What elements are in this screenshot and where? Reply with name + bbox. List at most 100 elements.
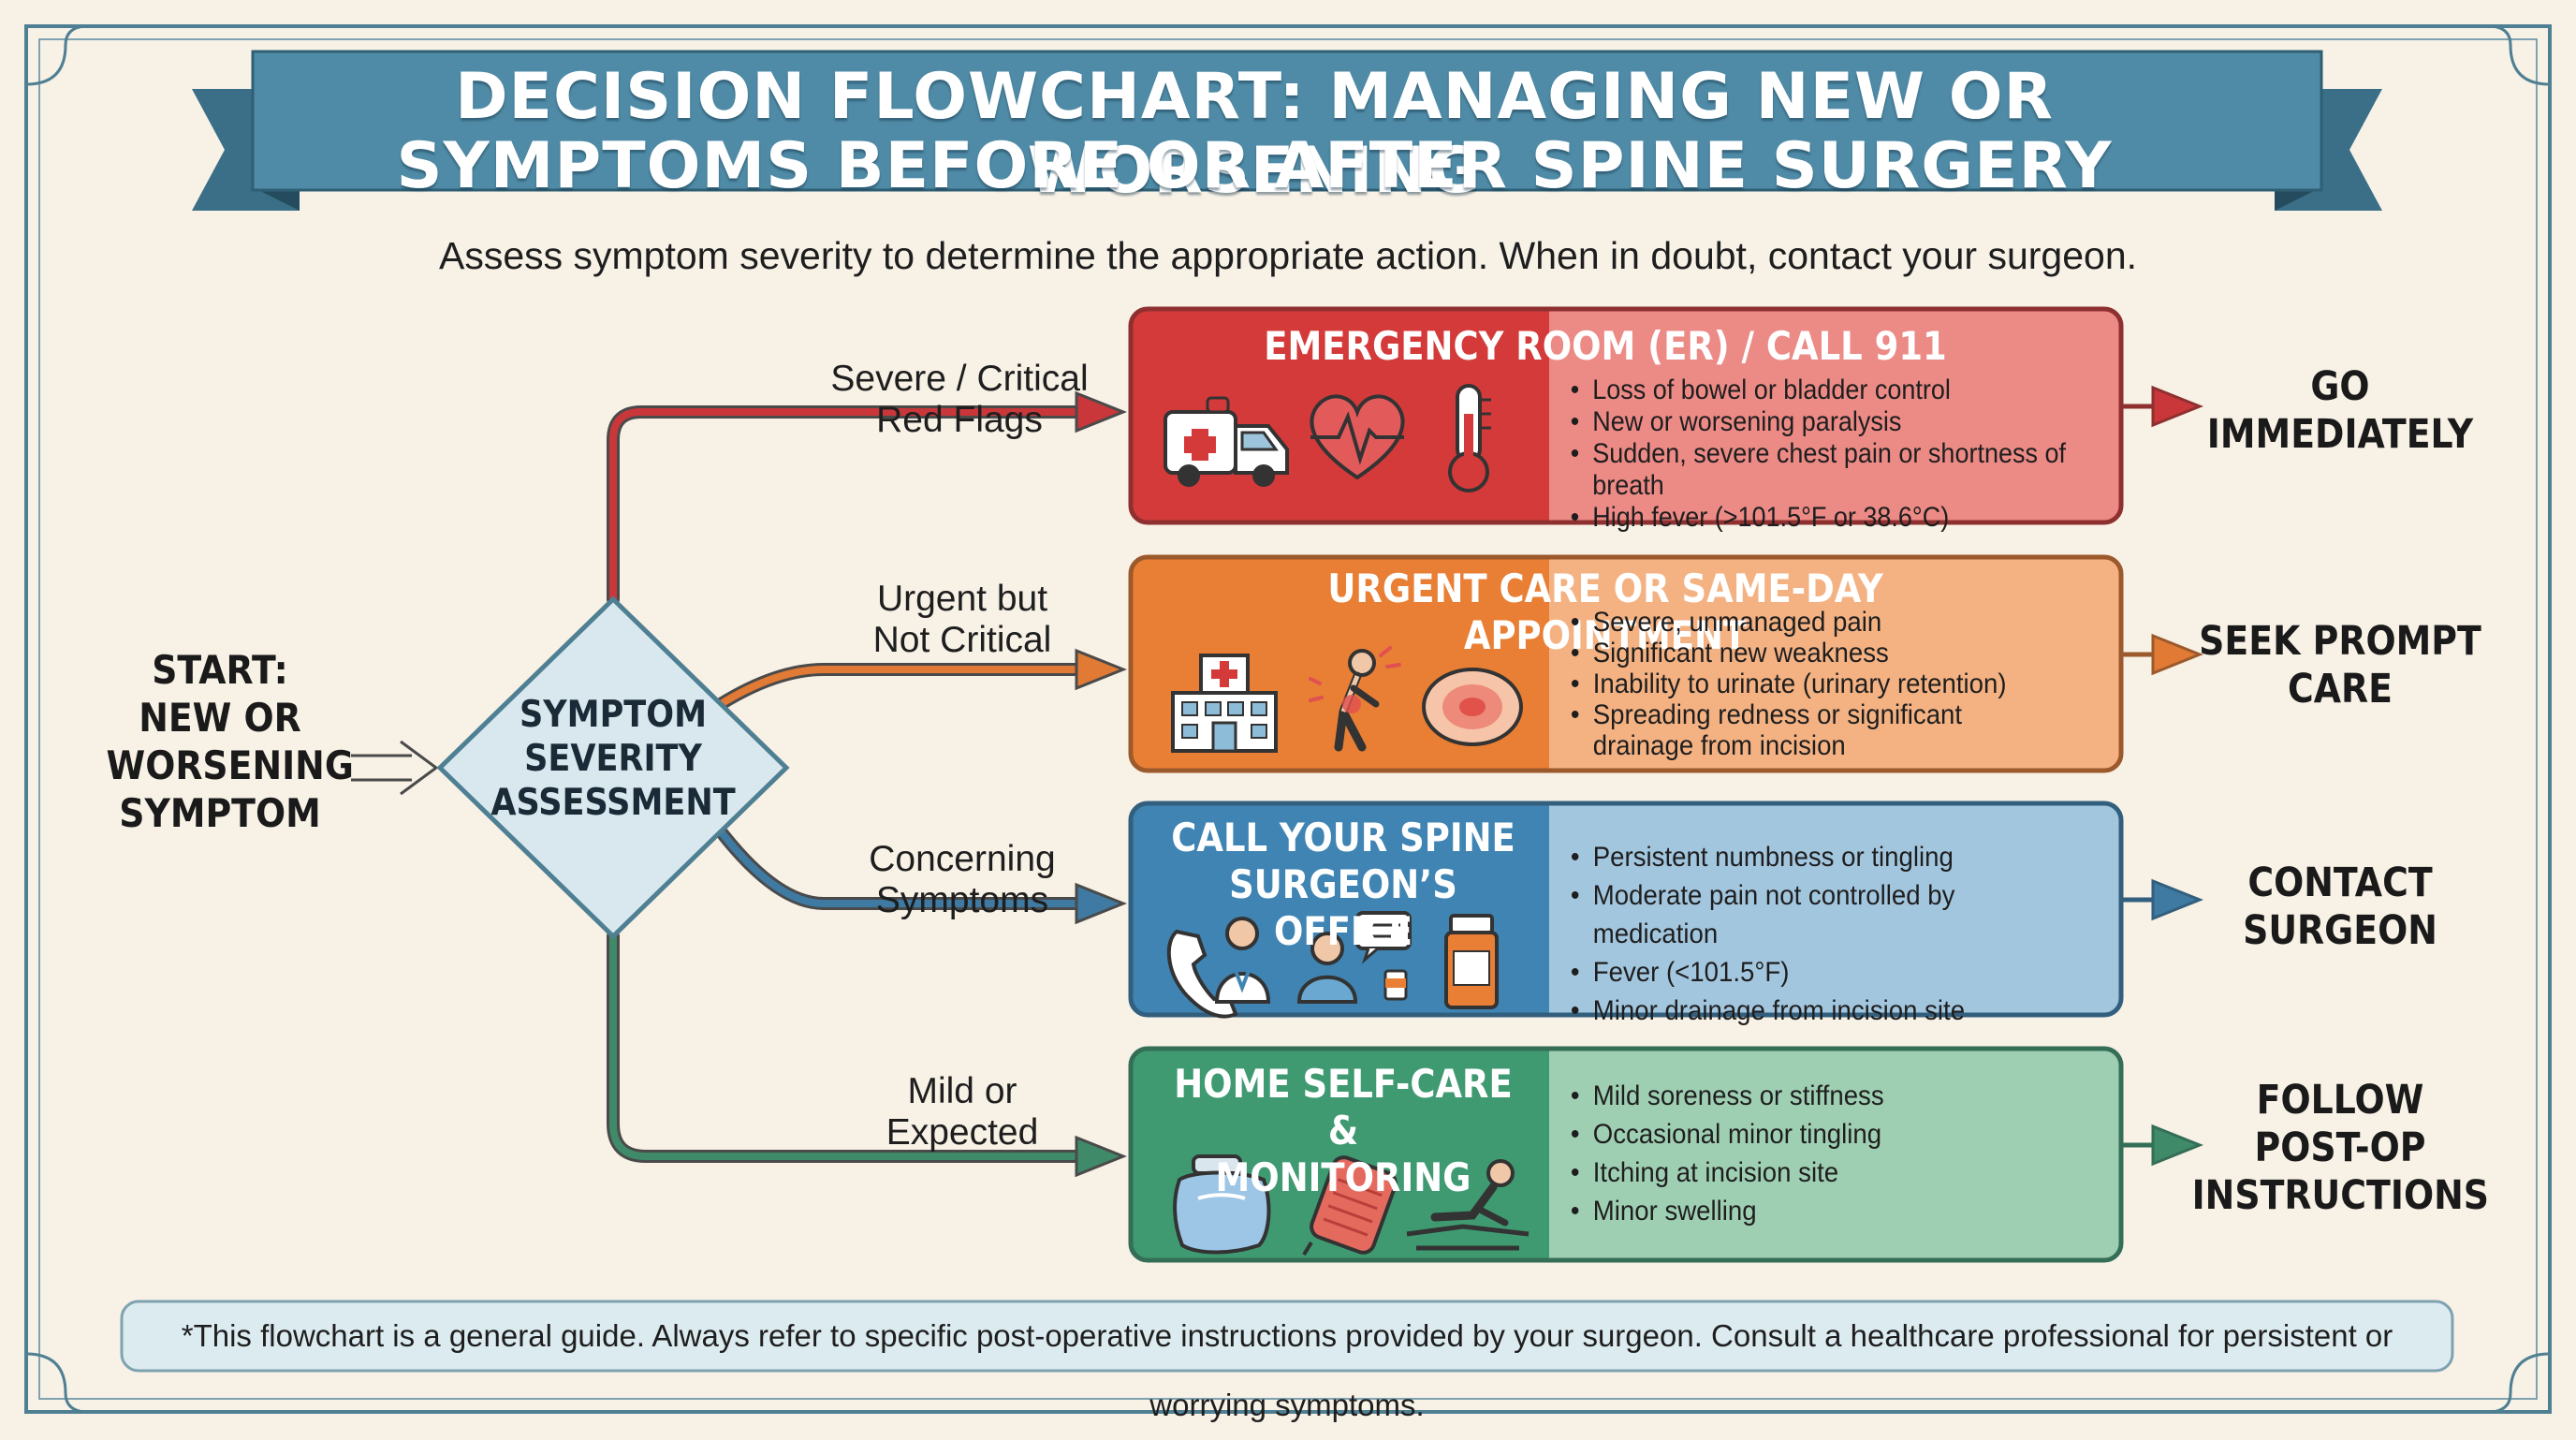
connector-arrow-head-urgent [1075,648,1128,691]
bullets-selfcare: Mild soreness or stiffness Occasional mi… [1569,1077,2086,1230]
bullet-item: Loss of bowel or bladder control [1569,375,2083,406]
box-title-line: EMERGENCY ROOM (ER) / CALL 911 [1264,323,1947,369]
thermometer-icon [1448,384,1491,492]
box-border-urgent [1128,554,2124,773]
inflamed-skin-icon [1422,668,1523,746]
phone-doctor-icon [1166,917,1271,1019]
heat-pad-icon [1302,1155,1398,1256]
box-title-surgeon: CALL YOUR SPINE SURGEON’S OFFICE [1158,815,1529,955]
connector-arrow-head-mild [1075,1135,1128,1178]
patient-chat-icon [1296,911,1412,1004]
branch-label-emergency: Severe / Critical Red Flags [819,359,1100,441]
medication-icon [1444,914,1499,1009]
title-line-1: DECISION FLOWCHART: MANAGING NEW OR WORS… [455,60,2054,208]
bullet-item: High fever (>101.5°F or 38.6°C) [1569,502,2083,534]
branch-label-line: Concerning [869,839,1056,879]
box-title-selfcare: HOME SELF-CARE & MONITORING [1158,1061,1529,1201]
bullets-emergency: Loss of bowel or bladder control New or … [1569,375,2083,534]
outcome-line: POST-OP [2254,1124,2426,1171]
start-node: START: NEW OR WORSENING SYMPTOM [106,646,354,837]
connector-emergency [609,408,1080,603]
branch-label-line: Severe / Critical [830,359,1089,399]
bullet-item: Persistent numbness or tingling [1569,838,2086,876]
outcome-line: GO [2310,363,2370,410]
branch-label-line: Urgent but [876,579,1048,619]
connector-arrow-head-concerning [1075,882,1128,925]
bullets-surgeon: Persistent numbness or tingling Moderate… [1569,838,2086,1030]
bullet-item: Moderate pain not controlled by medicati… [1569,876,2086,953]
bullet-item: Mild soreness or stiffness [1569,1077,2086,1115]
bullet-item: Sudden, severe chest pain or shortness o… [1569,438,2083,502]
box-title-line: SURGEON’S OFFICE [1229,861,1457,954]
bullet-item: Itching at incision site [1569,1153,2086,1192]
outcome-emergency: GO IMMEDIATELY [2192,363,2489,459]
start-arrow [351,740,439,796]
connector-mild [609,933,1080,1160]
bullet-item: Spreading redness or significant drainag… [1569,699,2059,761]
box-title-line: HOME SELF-CARE & [1174,1061,1513,1153]
box-title-emergency: EMERGENCY ROOM (ER) / CALL 911 [1193,323,2017,370]
outcome-selfcare: FOLLOW POST-OP INSTRUCTIONS [2192,1077,2489,1220]
ambulance-icon [1164,396,1289,487]
bullet-item: Severe, unmanaged pain [1569,607,2059,638]
box-title-line: CALL YOUR SPINE [1171,815,1515,860]
outcome-arrow-head-urgent [2151,633,2204,676]
frame-corner-ornaments [25,24,2551,1414]
hospital-icon [1171,654,1278,753]
outcome-arrow-head-selfcare [2151,1124,2204,1167]
bullets-urgent: Severe, unmanaged pain Significant new w… [1569,607,2059,761]
outcome-line: FOLLOW [2256,1077,2424,1124]
bullet-item: New or worsening paralysis [1569,406,2083,438]
bullet-item: Significant new weakness [1569,638,2059,669]
box-title-line: MONITORING [1215,1154,1471,1200]
inner-frame [38,38,2538,1400]
branch-label-line: Not Critical [872,620,1052,660]
branch-label-urgent: Urgent but Not Critical [822,579,1103,661]
start-line: SYMPTOM [119,790,321,836]
footnote-box [120,1300,2454,1373]
outcome-urgent: SEEK PROMPT CARE [2192,618,2489,713]
bullet-item: Minor drainage from incision site [1569,992,2086,1030]
assessment-line: SYMPTOM [519,694,708,736]
connector-concerning [717,828,1080,907]
ice-pack-icon [1173,1154,1271,1255]
subtitle: Assess symptom severity to determine the… [438,234,2138,277]
start-line: WORSENING [106,742,354,788]
outcome-arrow-head-emergency [2151,385,2204,428]
branch-label-mild: Mild or Expected [822,1071,1103,1153]
start-line: START: [152,647,288,693]
branch-label-concerning: Concerning Symptoms [822,839,1103,921]
bullet-item: Fever (<101.5°F) [1569,953,2086,992]
connector-lines [607,385,2204,1178]
start-line: NEW OR [139,695,301,741]
outcome-line: IMMEDIATELY [2206,411,2474,458]
heartbeat-icon [1310,394,1405,480]
box-border-selfcare [1128,1046,2124,1263]
back-pain-icon [1309,646,1401,752]
bullet-item: Inability to urinate (urinary retention) [1569,669,2059,699]
branch-label-line: Symptoms [875,880,1049,920]
outcome-line: CONTACT [2247,860,2433,906]
connector-urgent [717,666,1080,708]
outer-frame [24,24,2552,1414]
footnote-text: *This flowchart is a general guide. Alwa… [181,1318,2393,1422]
title-line-2: SYMPTOMS BEFORE OR AFTER SPINE SURGERY [396,129,2113,203]
outcome-line: CARE [2287,666,2393,713]
assessment-label: SYMPTOM SEVERITY ASSESSMENT [487,693,739,825]
outcome-surgeon: CONTACT SURGEON [2192,860,2489,955]
outcome-line: INSTRUCTIONS [2191,1172,2490,1219]
branch-label-line: Mild or [907,1071,1017,1111]
connector-arrow-head-emergency [1075,390,1128,433]
outcome-line: SEEK PROMPT [2199,618,2481,665]
branch-label-line: Red Flags [876,400,1043,440]
bullet-item: Minor swelling [1569,1192,2086,1230]
assessment-line: SEVERITY [524,738,702,780]
assessment-line: ASSESSMENT [490,782,736,824]
outcome-arrow-head-surgeon [2151,878,2204,921]
assessment-diamond [436,595,790,940]
branch-label-line: Expected [886,1112,1039,1153]
outcome-line: SURGEON [2243,907,2437,954]
resting-person-icon [1406,1159,1530,1251]
